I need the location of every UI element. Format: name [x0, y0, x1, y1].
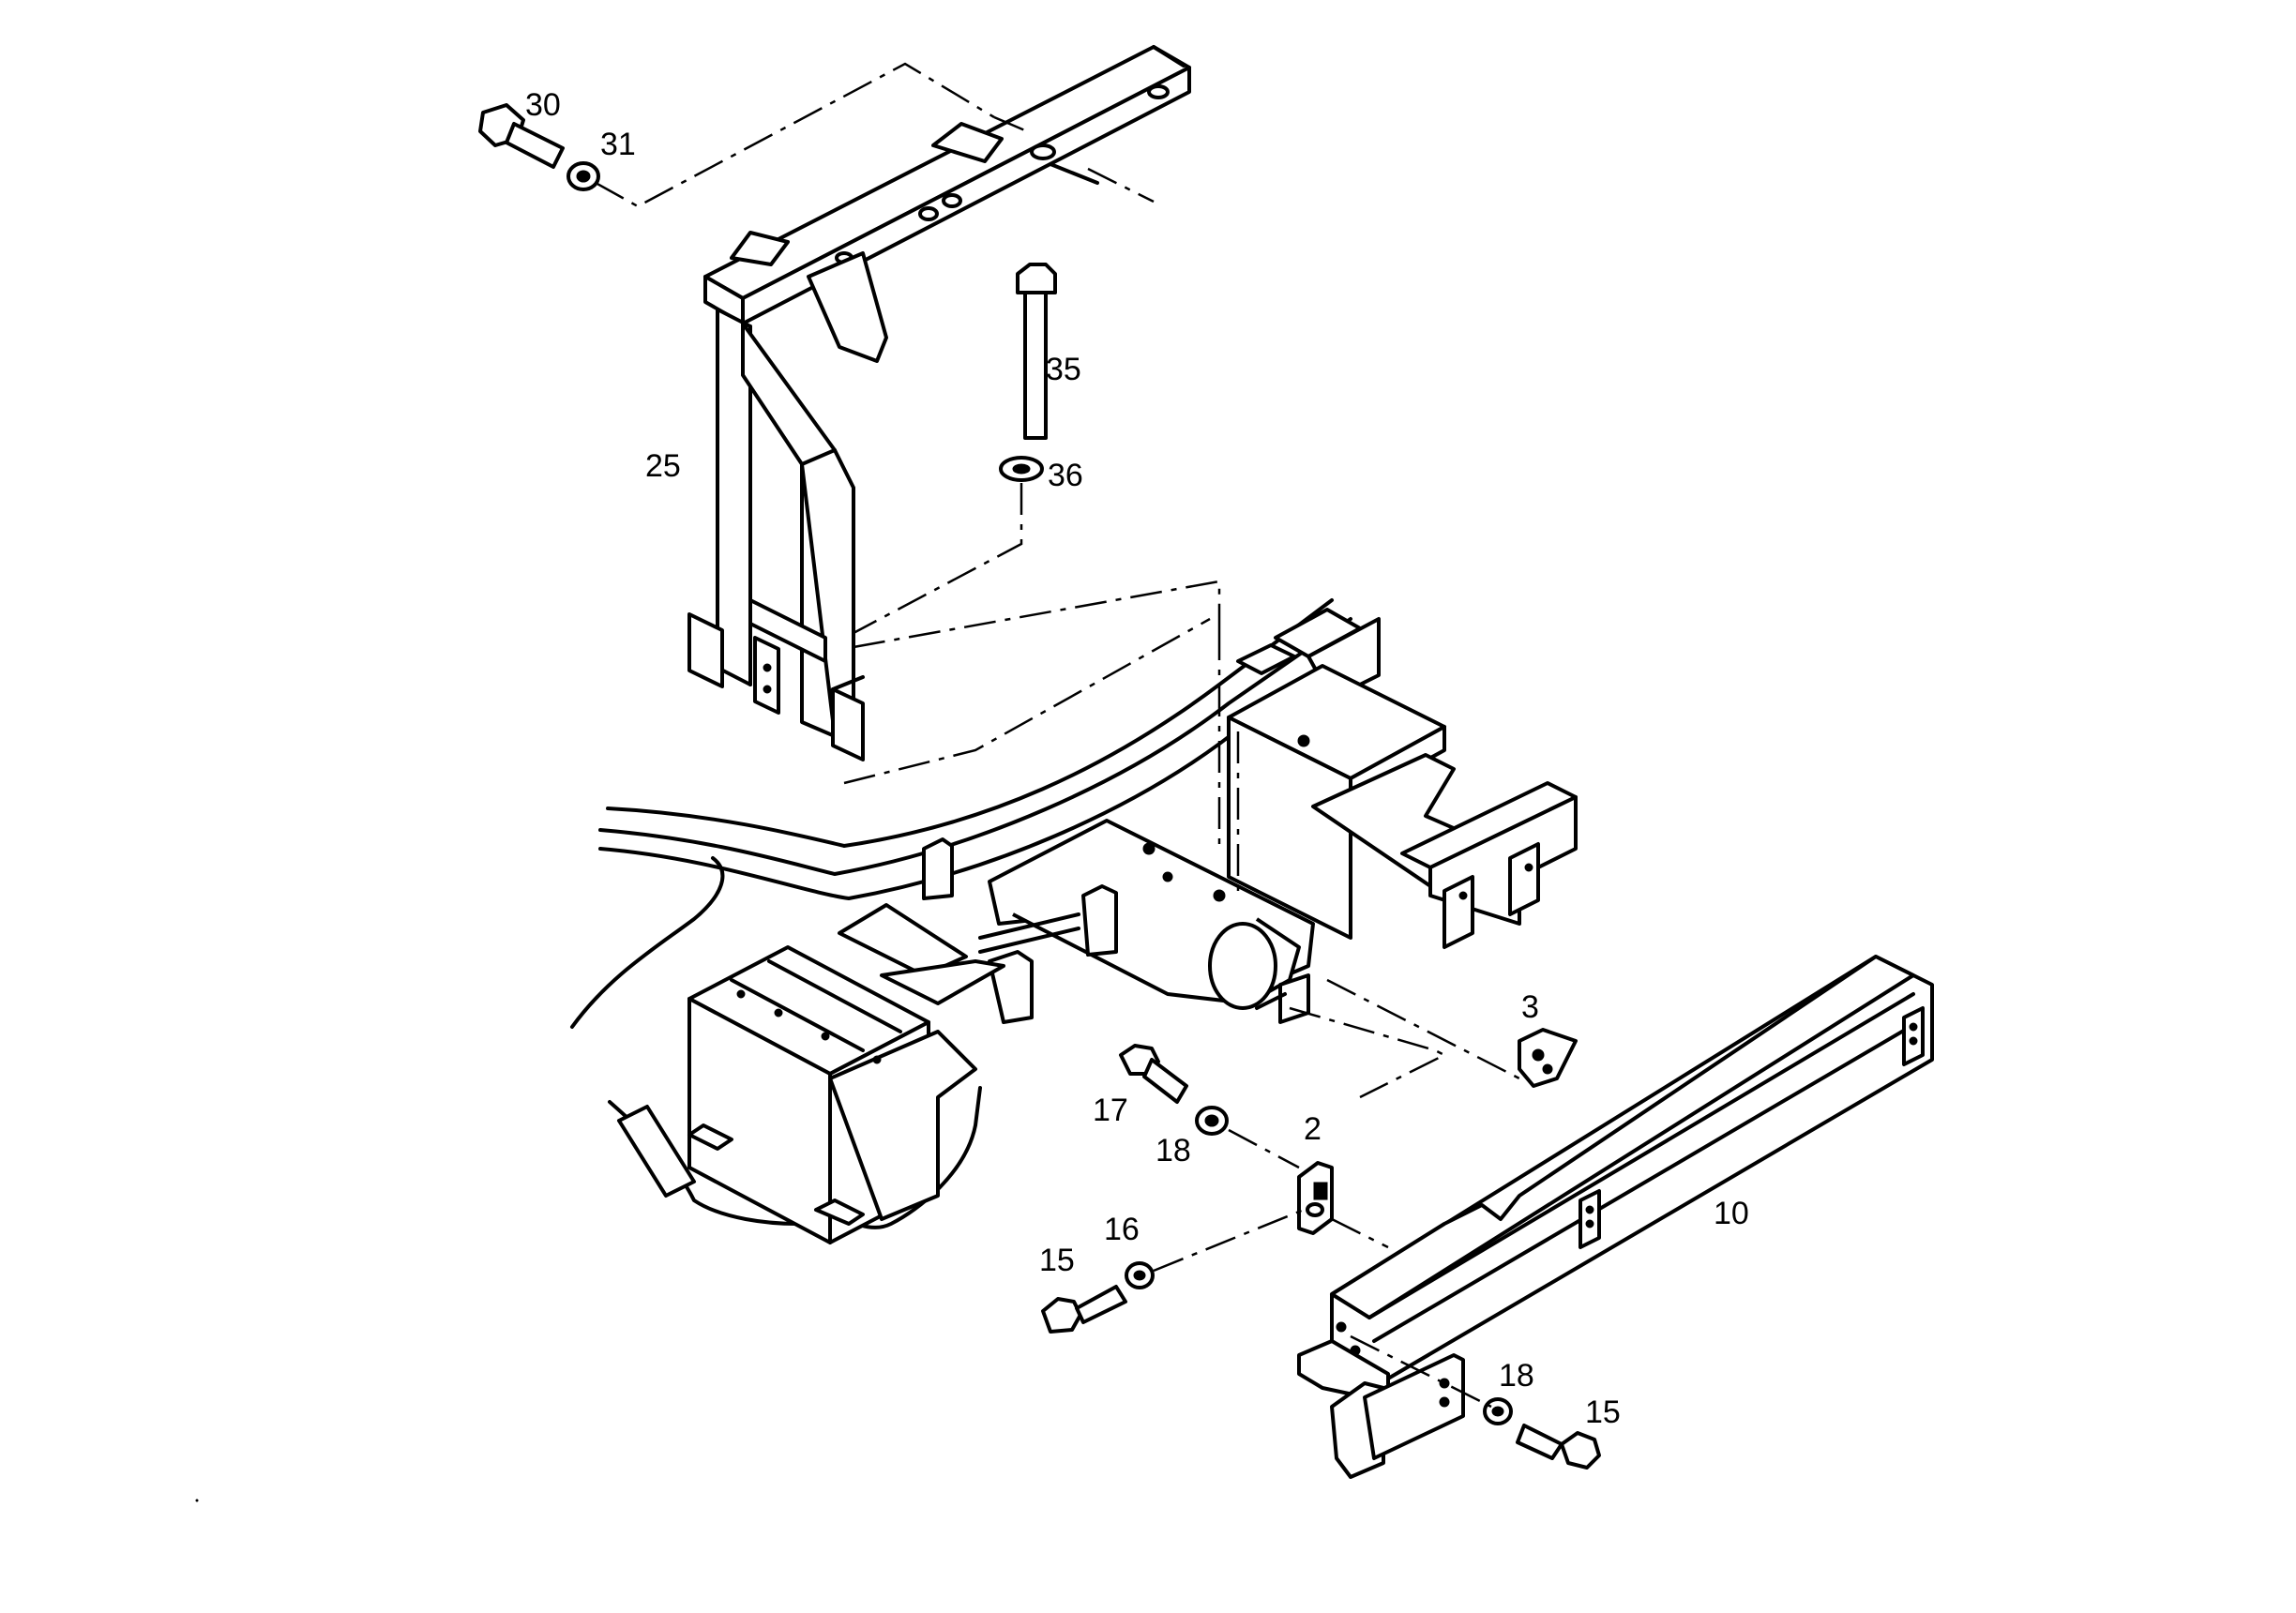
callout-18-lower: 18 [1499, 1358, 1534, 1394]
callout-2: 2 [1304, 1111, 1322, 1147]
callout-16: 16 [1104, 1212, 1140, 1247]
bolt-30 [478, 103, 565, 169]
bolt-15-right [1516, 1424, 1601, 1470]
callout-30: 30 [525, 87, 561, 123]
battery-box [687, 945, 977, 1244]
callout-3: 3 [1521, 989, 1539, 1025]
bracket-part-2 [1297, 1161, 1334, 1235]
bolt-17 [1119, 1044, 1188, 1104]
callout-31: 31 [600, 127, 636, 162]
callout-15-right: 15 [1585, 1394, 1621, 1430]
washer-31 [566, 161, 600, 191]
callout-35: 35 [1046, 352, 1081, 387]
washer-18-upper [1195, 1106, 1229, 1136]
callout-labels: 30 31 35 36 25 3 17 18 2 10 16 15 18 15 [525, 87, 1749, 1430]
bolt-15-left [1041, 1285, 1127, 1334]
washer-18-lower [1483, 1397, 1513, 1425]
washer-36 [999, 456, 1044, 482]
side-rail-part-10 [1297, 955, 1934, 1479]
callout-17: 17 [1093, 1093, 1128, 1128]
bracket-part-3 [1518, 1028, 1578, 1088]
frame-part-25 [687, 45, 1191, 761]
bolt-35 [1016, 263, 1057, 440]
washer-16 [1125, 1261, 1155, 1289]
callout-25: 25 [645, 448, 681, 484]
callout-18-upper: 18 [1156, 1133, 1191, 1168]
callout-10: 10 [1714, 1196, 1749, 1231]
callout-15-left: 15 [1039, 1243, 1075, 1278]
assembly-lines [595, 62, 1520, 1409]
scan-speck [195, 1499, 199, 1502]
chassis-frame [598, 598, 1578, 1024]
callout-36: 36 [1048, 458, 1083, 493]
